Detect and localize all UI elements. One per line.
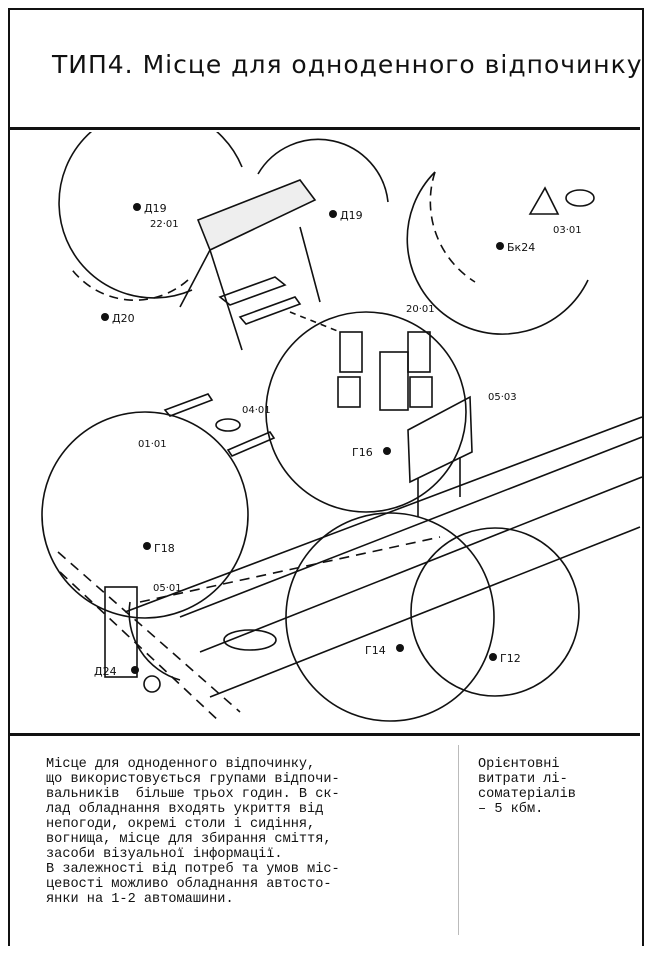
road-edge-low — [199, 476, 643, 653]
shelter-bench-1 — [218, 276, 287, 306]
table-stump — [379, 351, 409, 411]
description-text: Місце для одноденного відпочинку, що вик… — [46, 757, 340, 907]
code-04-01: 04·01 — [242, 405, 271, 416]
sign-post — [104, 586, 138, 678]
code-22-01: 22·01 — [150, 219, 179, 230]
seat-4 — [409, 376, 433, 408]
code-20-01: 20·01 — [406, 304, 435, 315]
canopy-g14 — [285, 512, 495, 722]
cost-text: Орієнтовні витрати лі- соматеріалів – 5 … — [478, 757, 576, 817]
waste-bin-marker — [528, 186, 560, 215]
path-dashed-left — [57, 551, 241, 713]
code-05-03: 05·03 — [488, 392, 517, 403]
canopy-g12 — [410, 527, 580, 697]
seat-3 — [337, 376, 361, 408]
bottom-rule — [10, 733, 640, 736]
road-edge-top — [124, 416, 643, 613]
code-03-01: 03·01 — [553, 225, 582, 236]
parking-spot — [223, 629, 277, 651]
shelter-roof — [196, 179, 317, 252]
tree-label-g18: Г18 — [154, 542, 175, 555]
shelter-post-3 — [299, 226, 321, 303]
canopy-g18 — [41, 411, 249, 619]
tree-label-d19-a: Д19 — [144, 202, 167, 215]
code-05-01: 05·01 — [153, 583, 182, 594]
shelter-post-2 — [209, 249, 243, 351]
tree-label-g16: Г16 — [352, 446, 373, 459]
parking-edge — [209, 526, 641, 698]
bench-2 — [226, 431, 276, 457]
shelter-post-1 — [179, 249, 211, 308]
path-dashed-left-2 — [59, 571, 221, 723]
canopy-d20-dashed — [69, 266, 189, 301]
seat-1 — [339, 331, 363, 373]
sign-marker — [143, 675, 161, 693]
site-plan: Д19 Д19 Д20 Бк24 Г16 Г18 Г14 Г12 Д24 22·… — [41, 132, 643, 723]
seat-2 — [407, 331, 431, 373]
path-dashed-center — [139, 536, 441, 603]
column-divider — [458, 745, 459, 935]
bench-1 — [163, 393, 214, 417]
tree-label-d19-b: Д19 — [340, 209, 363, 222]
page-frame — [8, 8, 644, 946]
tree-label-g12: Г12 — [500, 652, 521, 665]
tree-label-g14: Г14 — [365, 644, 386, 657]
tree-label-bk24: Бк24 — [507, 241, 535, 254]
tree-label-d24: Д24 — [94, 665, 117, 678]
tree-label-d20: Д20 — [112, 312, 135, 325]
waste-bin — [565, 189, 595, 207]
road-edge-mid — [179, 436, 643, 618]
page-title: ТИП4. Місце для одноденного відпочинку — [52, 50, 643, 79]
canopy-d19 — [257, 138, 389, 203]
top-rule — [10, 127, 640, 130]
info-board — [407, 395, 473, 484]
canopy-bk24-dashed — [429, 171, 476, 283]
canopy-bk24 — [406, 171, 589, 335]
fire-pit — [215, 418, 241, 432]
code-01-01: 01·01 — [138, 439, 167, 450]
canopy-d20 — [58, 132, 243, 299]
shelter-bench-2 — [238, 296, 302, 325]
path-dashed-shelter — [289, 311, 341, 333]
canopy-g16 — [265, 311, 467, 513]
